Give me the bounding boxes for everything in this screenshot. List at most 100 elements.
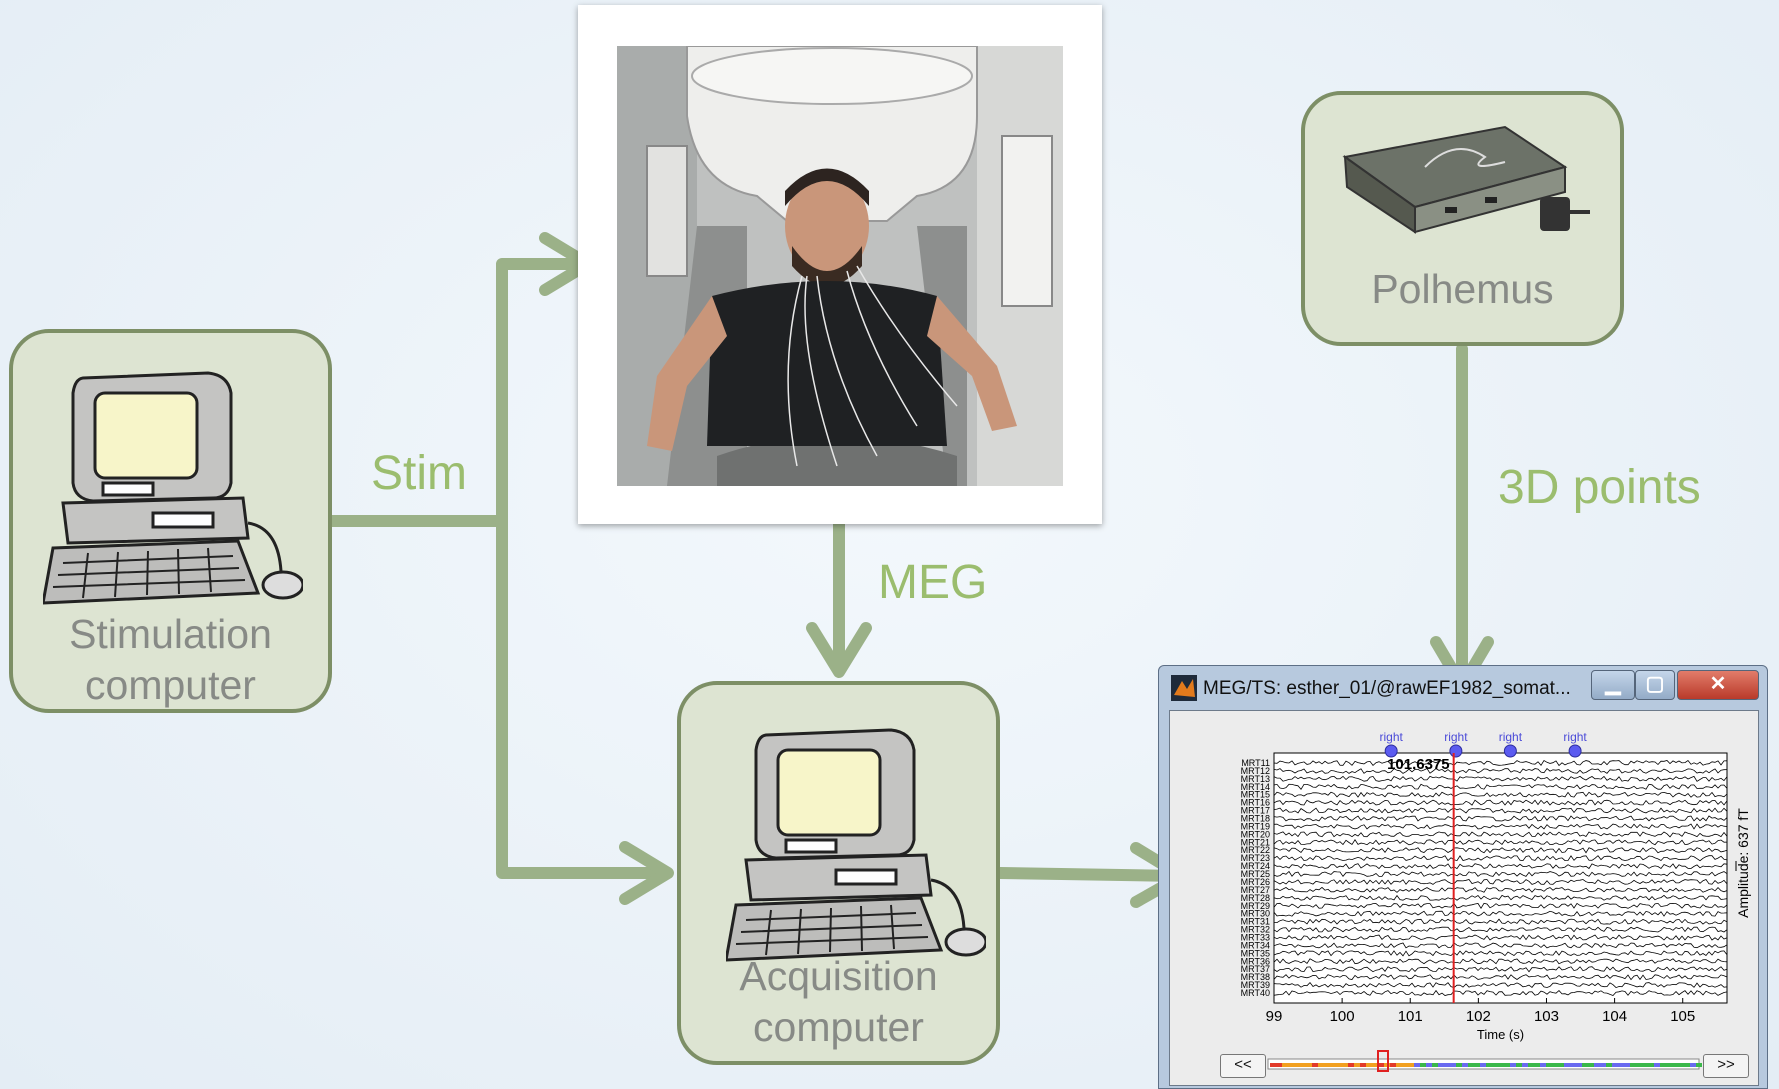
event-strip-segment xyxy=(1324,1063,1330,1067)
channel-label: MRT22 xyxy=(1241,845,1270,855)
x-tick-label: 103 xyxy=(1534,1008,1559,1025)
event-strip-segment xyxy=(1342,1063,1348,1067)
event-strip-segment xyxy=(1558,1063,1564,1067)
event-strip-segment xyxy=(1690,1063,1696,1067)
scrollbar-thumb xyxy=(1377,1050,1389,1072)
event-strip-segment xyxy=(1504,1063,1510,1067)
x-tick-label: 100 xyxy=(1330,1008,1355,1025)
event-strip-segment xyxy=(1678,1063,1684,1067)
event-strip-segment xyxy=(1282,1063,1288,1067)
event-strip-segment xyxy=(1540,1063,1546,1067)
event-strip-segment xyxy=(1288,1063,1294,1067)
event-strip-segment xyxy=(1414,1063,1420,1067)
channel-label: MRT25 xyxy=(1241,869,1270,879)
channel-label: MRT33 xyxy=(1241,932,1270,942)
channel-trace xyxy=(1273,823,1728,830)
event-strip-segment xyxy=(1582,1063,1588,1067)
channel-trace xyxy=(1273,958,1728,965)
x-tick-label: 102 xyxy=(1466,1008,1491,1025)
close-button[interactable]: ✕ xyxy=(1677,670,1759,700)
event-strip-segment xyxy=(1546,1063,1552,1067)
event-strip-segment xyxy=(1672,1063,1678,1067)
cursor-time-label: 101.6375 xyxy=(1387,756,1450,773)
x-axis-label: Time (s) xyxy=(1477,1027,1524,1042)
event-strip-segment xyxy=(1462,1063,1468,1067)
channel-trace xyxy=(1273,870,1728,877)
meg-system-photo xyxy=(617,46,1063,486)
event-strip-segment xyxy=(1336,1063,1342,1067)
event-strip-segment xyxy=(1654,1063,1660,1067)
polhemus-box: Polhemus xyxy=(1301,91,1624,346)
channel-trace xyxy=(1273,759,1728,767)
event-strip-segment xyxy=(1570,1063,1576,1067)
plot-area xyxy=(1273,752,1728,1004)
event-strip-segment xyxy=(1636,1063,1642,1067)
event-strip-segment xyxy=(1372,1063,1378,1067)
x-tick-label: 105 xyxy=(1670,1008,1695,1025)
channel-label: MRT13 xyxy=(1241,774,1270,784)
channel-label: MRT31 xyxy=(1241,917,1270,927)
matlab-icon xyxy=(1171,675,1197,701)
event-strip-segment xyxy=(1408,1063,1414,1067)
channel-trace xyxy=(1273,831,1728,838)
computer-icon xyxy=(43,371,303,605)
event-label: right xyxy=(1444,730,1468,744)
channel-trace xyxy=(1273,981,1728,989)
channel-trace xyxy=(1273,807,1728,814)
event-label: right xyxy=(1563,730,1587,744)
minimize-button[interactable]: ▁ xyxy=(1591,670,1635,700)
scroll-forward-button[interactable]: >> xyxy=(1703,1054,1749,1078)
channel-trace xyxy=(1273,767,1728,774)
event-strip-segment xyxy=(1294,1063,1300,1067)
channel-trace xyxy=(1273,886,1728,893)
event-strip-segment xyxy=(1666,1063,1672,1067)
event-strip-segment xyxy=(1594,1063,1600,1067)
channel-label: MRT15 xyxy=(1241,790,1270,800)
channel-label: MRT35 xyxy=(1241,948,1270,958)
stim-edge-label: Stim xyxy=(371,447,467,500)
event-strip-segment xyxy=(1300,1063,1306,1067)
channel-label: MRT11 xyxy=(1241,758,1270,768)
event-strip-segment xyxy=(1480,1063,1486,1067)
channel-trace xyxy=(1273,879,1728,885)
channel-trace xyxy=(1273,910,1728,917)
event-marker xyxy=(1384,744,1398,758)
event-strip-segment xyxy=(1450,1063,1456,1067)
meg-arrowhead xyxy=(806,622,872,678)
channel-trace xyxy=(1273,918,1728,925)
channel-label: MRT39 xyxy=(1241,980,1270,990)
channel-trace xyxy=(1273,863,1728,870)
event-strip-segment xyxy=(1456,1063,1462,1067)
channel-label: MRT12 xyxy=(1241,766,1270,776)
scroll-back-button[interactable]: << xyxy=(1220,1054,1266,1078)
time-series-plot: MRT11MRT12MRT13MRT14MRT15MRT16MRT17MRT18… xyxy=(1241,730,1751,1072)
event-strip-segment xyxy=(1624,1063,1630,1067)
channel-trace xyxy=(1273,775,1728,782)
channel-label: MRT18 xyxy=(1241,814,1270,824)
channel-label: MRT37 xyxy=(1241,964,1270,974)
channel-label: MRT40 xyxy=(1241,988,1270,998)
channel-label: MRT38 xyxy=(1241,972,1270,982)
meg-system-photo-frame xyxy=(578,5,1102,524)
stimulation-computer-label-line1: Stimulation xyxy=(69,611,272,657)
event-strip-segment xyxy=(1378,1063,1384,1067)
event-strip-segment xyxy=(1564,1063,1570,1067)
maximize-button[interactable]: ▢ xyxy=(1635,670,1675,700)
channel-trace xyxy=(1273,839,1728,846)
event-label: right xyxy=(1379,730,1403,744)
channel-label: MRT14 xyxy=(1241,782,1270,792)
event-strip-segment xyxy=(1684,1063,1690,1067)
channel-label: MRT34 xyxy=(1241,940,1270,950)
channel-trace xyxy=(1273,942,1728,949)
channel-label: MRT27 xyxy=(1241,885,1270,895)
event-strip-segment xyxy=(1696,1063,1702,1067)
digitizer-device-icon xyxy=(1342,125,1590,234)
event-strip-segment xyxy=(1420,1063,1426,1067)
event-marker xyxy=(1449,744,1463,758)
stimulation-computer-box: Stimulation computer xyxy=(9,329,332,713)
event-strip-segment xyxy=(1588,1063,1594,1067)
event-strip-segment xyxy=(1366,1063,1372,1067)
channel-label: MRT30 xyxy=(1241,909,1270,919)
channel-label: MRT28 xyxy=(1241,893,1270,903)
